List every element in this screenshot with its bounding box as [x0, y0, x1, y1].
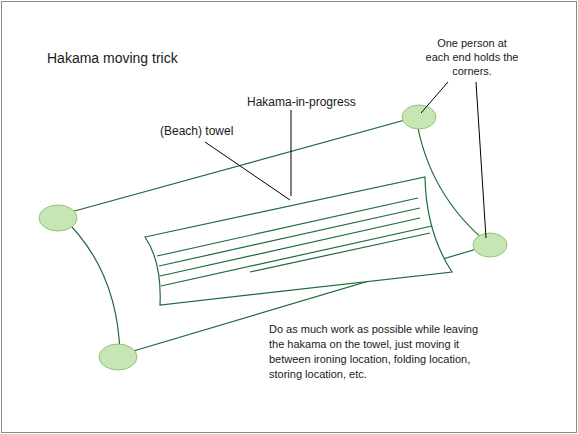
leader-line [291, 110, 292, 196]
leader-line [421, 82, 448, 113]
corner-hand [473, 233, 507, 257]
hakama-label: Hakama-in-progress [247, 95, 356, 109]
towel-outline [60, 117, 490, 355]
corner-note: One person at each end holds the corners… [424, 36, 520, 78]
diagram-title: Hakama moving trick [47, 49, 178, 67]
usage-note: Do as much work as possible while leavin… [269, 322, 485, 382]
pleat-line [161, 226, 432, 286]
corner-hand [39, 205, 77, 231]
corner-hand [99, 344, 137, 370]
towel-label: (Beach) towel [160, 124, 233, 138]
leader-line [476, 82, 486, 238]
leader-line [205, 142, 290, 200]
corner-hand [402, 105, 436, 129]
hakama-outline [145, 177, 452, 305]
pleat-line [160, 218, 420, 276]
pleat-line [250, 233, 430, 272]
